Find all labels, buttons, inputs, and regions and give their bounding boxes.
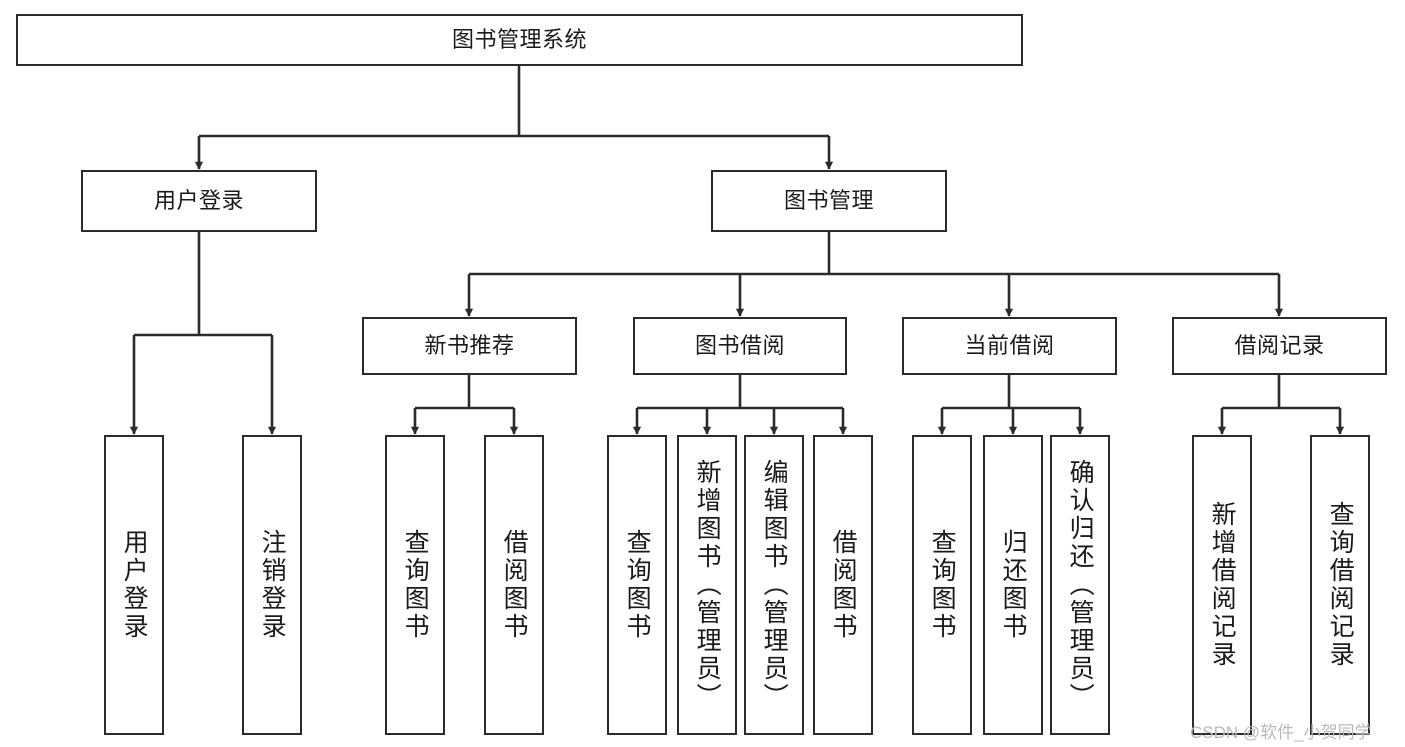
leaf-node[interactable]: 新增借阅记录 — [1192, 435, 1252, 735]
leaf-node[interactable]: 注销登录 — [242, 435, 302, 735]
node-level3-1-label: 图书借阅 — [694, 333, 785, 359]
node-level3-3[interactable]: 借阅记录 — [1172, 317, 1387, 375]
node-root-label: 图书管理系统 — [451, 27, 587, 53]
leaf-node[interactable]: 查询图书 — [912, 435, 972, 735]
leaf-node[interactable]: 归还图书 — [983, 435, 1043, 735]
leaf-node-label: 新增图书（管理员） — [693, 459, 722, 711]
node-level3-0-label: 新书推荐 — [424, 333, 515, 359]
node-root[interactable]: 图书管理系统 — [16, 14, 1023, 66]
leaf-node-label: 注销登录 — [258, 529, 287, 641]
node-level2-0-label: 用户登录 — [153, 188, 244, 214]
leaf-node[interactable]: 编辑图书（管理员） — [744, 435, 804, 735]
leaf-node-label: 用户登录 — [120, 529, 149, 641]
leaf-node[interactable]: 用户登录 — [104, 435, 164, 735]
leaf-node[interactable]: 查询图书 — [385, 435, 445, 735]
node-level2-0[interactable]: 用户登录 — [81, 170, 317, 232]
leaf-node[interactable]: 查询图书 — [607, 435, 667, 735]
leaf-node[interactable]: 借阅图书 — [484, 435, 544, 735]
node-level3-2-label: 当前借阅 — [964, 333, 1055, 359]
leaf-node[interactable]: 确认归还（管理员） — [1050, 435, 1110, 735]
node-level3-1[interactable]: 图书借阅 — [633, 317, 847, 375]
node-level3-3-label: 借阅记录 — [1234, 333, 1325, 359]
leaf-node-label: 确认归还（管理员） — [1066, 459, 1095, 711]
leaf-node[interactable]: 借阅图书 — [813, 435, 873, 735]
node-level3-2[interactable]: 当前借阅 — [902, 317, 1117, 375]
csdn-watermark: CSDN @软件_小贺同学 — [1190, 723, 1372, 742]
leaf-node-label: 编辑图书（管理员） — [760, 459, 789, 711]
node-level2-1-label: 图书管理 — [783, 188, 874, 214]
leaf-node-label: 借阅图书 — [500, 529, 529, 641]
leaf-node[interactable]: 新增图书（管理员） — [677, 435, 737, 735]
leaf-node-label: 归还图书 — [999, 529, 1028, 641]
leaf-node-label: 新增借阅记录 — [1208, 501, 1237, 669]
node-level2-1[interactable]: 图书管理 — [711, 170, 947, 232]
node-level3-0[interactable]: 新书推荐 — [362, 317, 577, 375]
leaf-node-label: 查询图书 — [928, 529, 957, 641]
leaf-node-label: 查询图书 — [401, 529, 430, 641]
leaf-node-label: 借阅图书 — [829, 529, 858, 641]
leaf-node-label: 查询图书 — [623, 529, 652, 641]
leaf-node[interactable]: 查询借阅记录 — [1310, 435, 1370, 735]
leaf-node-label: 查询借阅记录 — [1326, 501, 1355, 669]
